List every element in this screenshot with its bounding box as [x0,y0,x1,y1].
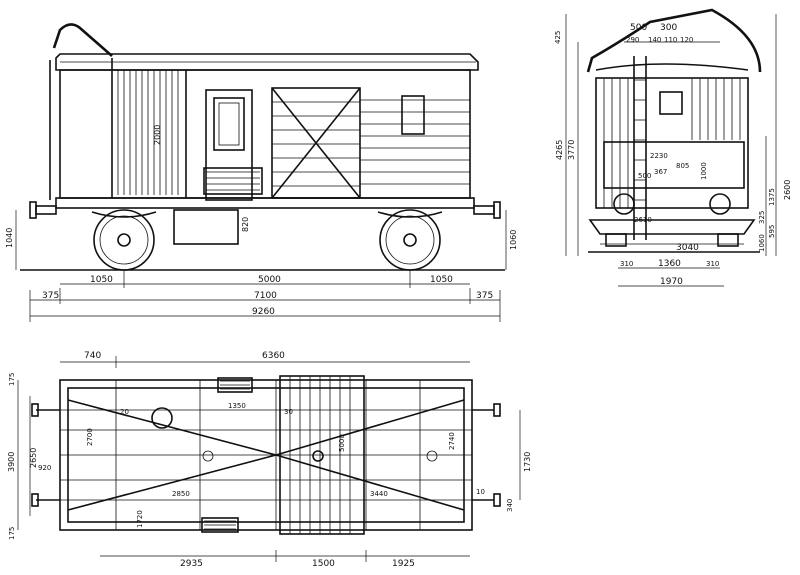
dim-plan-width-920: 920 [38,464,51,472]
battery-box [173,209,239,245]
dim-step-height: 820 [241,217,250,232]
dim-wheelbase: 5000 [258,275,281,285]
dim-plan-overhang: 740 [84,351,101,361]
plan-view: 740 6360 3900 2650 920 175 175 1730 340 … [7,351,532,569]
end-ladder [633,56,647,240]
dim-roof-140: 140 [648,36,661,44]
door-small [205,89,253,201]
roof-outline [55,53,479,71]
dim-side-right: 310 [706,260,719,268]
end-gangway [603,141,745,189]
roof-profile [586,8,762,73]
dim-plan-width-2650: 2650 [29,448,38,468]
dim-plan-1925: 1925 [392,559,415,569]
box-bottom [201,517,239,533]
plan-buffers [31,403,501,507]
dim-plan-2700: 2700 [86,428,94,446]
step-box [203,167,263,195]
dim-plan-5000: 5000 [338,434,346,452]
dim-axle-width: 1970 [660,277,683,287]
dim-plan-1500: 1500 [312,559,335,569]
dim-roof-120: 120 [680,36,693,44]
end-buffer-right [709,193,731,215]
dim-height-2600: 2600 [783,180,792,200]
spring-right [377,211,443,218]
dim-buffer-spacing: 3040 [676,243,699,253]
wheel-left [93,209,155,271]
side-window [401,95,425,135]
dim-overhang-right: 1050 [430,275,453,285]
handrail [52,23,113,57]
dim-roof-rise: 425 [554,31,562,44]
dim-plan-1350: 1350 [228,402,246,410]
dim-width-2610: 2610 [634,216,652,224]
dim-gauge: 1360 [658,259,681,269]
floor-panel [279,375,365,535]
dim-roof-500: 500 [630,23,647,33]
dim-buffer-height-right: 1060 [509,230,518,250]
dim-plan-2850: 2850 [172,490,190,498]
dim-width-367: 367 [654,168,667,176]
brake-wheel [151,407,173,429]
dim-width-500: 500 [638,172,651,180]
dim-width-805: 805 [676,162,689,170]
plan-diagonals [67,399,465,511]
dim-plan-10: 10 [476,488,485,496]
dim-height-325: 325 [758,211,766,224]
dim-side-left: 310 [620,260,633,268]
dim-total-height: 4265 [555,140,564,160]
dim-wall-height: 2000 [153,125,162,145]
dim-plan-2935: 2935 [180,559,203,569]
wheel-right [379,209,441,271]
dim-buffer-left: 375 [42,291,59,301]
buffer-right [473,205,495,215]
solebar [55,197,475,209]
end-buffer-left [613,193,635,215]
dim-width-1000: 1000 [700,162,708,180]
plan-cross-members [60,380,472,530]
dim-overhang-left: 1050 [90,275,113,285]
dim-plan-175-top: 175 [8,373,16,386]
dim-width-2230: 2230 [650,152,668,160]
dim-plan-1730: 1730 [523,452,532,472]
dim-frame-length: 7100 [254,291,277,301]
dim-plan-3440: 3440 [370,490,388,498]
dim-plan-30: 30 [284,408,293,416]
dim-roof-110: 110 [664,36,677,44]
end-window [659,91,683,115]
dim-plan-20: 20 [120,408,129,416]
dim-plan-2740: 2740 [448,432,456,450]
dim-roof-290: 290 [626,36,639,44]
dim-body-height: 3770 [567,140,576,160]
dim-roof-300: 300 [660,23,677,33]
end-body [595,77,749,209]
dim-total-length: 9260 [252,307,275,317]
dim-buffer-right: 375 [476,291,493,301]
side-view: 1050 5000 1050 375 7100 375 9260 1040 10… [5,23,518,322]
end-view: 500 300 290 140 110 120 425 4265 3770 26… [554,8,792,287]
spring-left [91,211,157,218]
plank-group-left [117,70,179,195]
dim-plan-1720: 1720 [136,510,144,528]
dim-height-1375: 1375 [768,188,776,206]
box-top [217,377,253,393]
dim-height-595: 595 [768,225,776,238]
door-window [213,97,245,151]
dim-buffer-height-left: 1040 [5,228,14,248]
dim-plan-175-bottom: 175 [8,527,16,540]
dim-plan-width-total: 3900 [7,452,16,472]
dim-plan-340: 340 [506,499,514,512]
end-underframe [588,219,756,235]
plank-group-right [360,99,470,185]
dim-plan-length: 6360 [262,351,285,361]
dim-height-1060: 1060 [758,234,766,252]
buffer-left [35,205,57,215]
